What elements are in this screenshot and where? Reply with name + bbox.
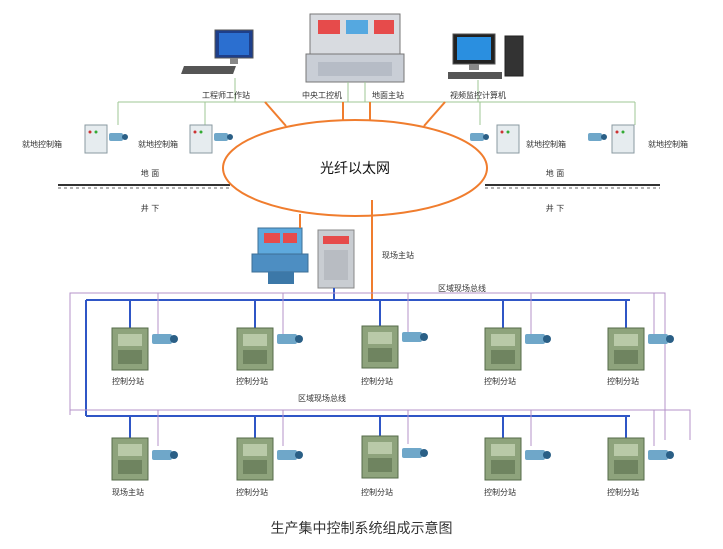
control-substation-7 (361, 410, 409, 479)
camera-icon (152, 450, 178, 460)
camera-icon (277, 334, 303, 344)
control-substation-label: 控制分站 (361, 487, 393, 497)
field-master-label: 现场主站 (382, 250, 414, 260)
control-substation-label: 控制分站 (607, 487, 639, 497)
control-substation-4 (484, 293, 532, 371)
control-substation-6 (236, 410, 284, 481)
control-substation-label: 控制分站 (484, 487, 516, 497)
ring-uplinks (264, 101, 446, 127)
fiber-ethernet-ring (222, 119, 488, 217)
field-bus-lines (69, 292, 691, 440)
camera-icon (402, 332, 428, 342)
bus-label: 区域现场总线 (298, 393, 346, 403)
camera-icon (402, 448, 428, 458)
camera-icon (525, 334, 551, 344)
control-substation-label: 控制分站 (607, 376, 639, 386)
underground-label: 井 下 (141, 203, 160, 213)
control-substation-label: 控制分站 (484, 376, 516, 386)
camera-icon (277, 450, 303, 460)
control-substation-label: 控制分站 (361, 376, 393, 386)
video-computer-label: 视频监控计算机 (450, 90, 506, 100)
control-substation-2 (236, 293, 284, 371)
local-box-right-2 (611, 124, 635, 154)
central-computer-label: 中央工控机 (302, 90, 342, 100)
control-substation-3 (361, 293, 409, 369)
local-box-right-1 (496, 124, 520, 154)
figure-caption: 生产集中控制系统组成示意图 (270, 521, 453, 537)
camera-icon (109, 133, 128, 141)
camera-icon (588, 133, 607, 141)
ground-label: 地 面 (546, 168, 565, 178)
central-console-icon (305, 13, 405, 83)
video-computer-icon (448, 33, 524, 79)
local-box-label: 就地控制箱 (138, 139, 178, 149)
control-substation-label: 控制分站 (236, 487, 268, 497)
camera-icon (214, 133, 233, 141)
field-master-console-icon (251, 227, 309, 284)
control-substation-8 (484, 410, 532, 481)
ground-line-left (58, 184, 230, 189)
camera-icon (648, 450, 674, 460)
control-substation-label: 控制分站 (236, 376, 268, 386)
ground-line-right (485, 184, 660, 189)
camera-icon (648, 334, 674, 344)
top-network-lines (117, 78, 636, 125)
local-box-label: 就地控制箱 (526, 139, 566, 149)
underground-label: 井 下 (546, 203, 565, 213)
ground-master-label: 地面主站 (372, 90, 404, 100)
eng-workstation-label: 工程师工作站 (202, 90, 250, 100)
local-box-left-2 (189, 124, 213, 154)
ring-label: 光纤以太网 (320, 161, 390, 177)
bus-label: 区域现场总线 (438, 283, 486, 293)
camera-icon (470, 133, 489, 141)
local-box-label: 就地控制箱 (22, 139, 62, 149)
camera-icon (525, 450, 551, 460)
local-box-label: 就地控制箱 (648, 139, 688, 149)
field-master-cabinet-icon (317, 229, 355, 289)
local-box-left-1 (84, 124, 108, 154)
field-master-substation (111, 410, 159, 481)
ground-label: 地 面 (141, 168, 160, 178)
camera-icon (152, 334, 178, 344)
control-substation-9 (607, 410, 655, 481)
workstation-computer-icon (181, 29, 254, 74)
field-master-label: 现场主站 (112, 487, 144, 497)
control-substation-label: 控制分站 (112, 376, 144, 386)
control-substation-1 (111, 293, 159, 371)
control-substation-5 (607, 293, 655, 371)
